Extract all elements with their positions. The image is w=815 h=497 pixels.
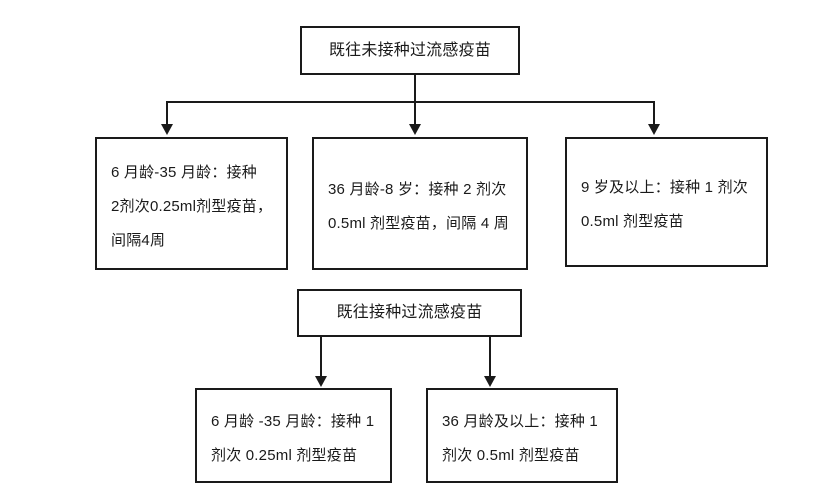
node-prev-36m-plus-line2: 剂次 0.5ml 剂型疫苗 (442, 446, 580, 464)
node-branch-36m-8y-line1: 36 月龄-8 岁：接种 2 剂次 (328, 180, 507, 198)
connector-drop-left (166, 101, 168, 125)
node-branch-6m-35m-line1: 6 月龄-35 月龄：接种 (111, 163, 257, 181)
arrow-down-icon-prev-left (315, 376, 327, 387)
node-prev-6m-35m[interactable]: 6 月龄 -35 月龄：接种 1 剂次 0.25ml 剂型疫苗 (195, 388, 392, 483)
node-branch-6m-35m[interactable]: 6 月龄-35 月龄：接种 2剂次0.25ml剂型疫苗， 间隔4周 (95, 137, 288, 270)
arrow-down-icon-left (161, 124, 173, 135)
node-branch-36m-8y-line2: 0.5ml 剂型疫苗，间隔 4 周 (328, 214, 509, 232)
connector-drop-prev-left (320, 337, 322, 377)
node-root-vaccinated[interactable]: 既往接种过流感疫苗 (297, 289, 522, 337)
node-branch-6m-35m-line2: 2剂次0.25ml剂型疫苗， (111, 197, 273, 215)
node-root-unvaccinated[interactable]: 既往未接种过流感疫苗 (300, 26, 520, 75)
node-branch-9y-plus-line2: 0.5ml 剂型疫苗 (581, 213, 684, 230)
connector-drop-prev-right (489, 337, 491, 377)
node-prev-6m-35m-line1: 6 月龄 -35 月龄：接种 1 (211, 412, 375, 430)
node-prev-36m-plus[interactable]: 36 月龄及以上：接种 1 剂次 0.5ml 剂型疫苗 (426, 388, 618, 483)
node-branch-9y-plus[interactable]: 9 岁及以上：接种 1 剂次 0.5ml 剂型疫苗 (565, 137, 768, 267)
node-branch-6m-35m-line3: 间隔4周 (111, 231, 166, 249)
node-branch-9y-plus-line1: 9 岁及以上：接种 1 剂次 (581, 179, 748, 196)
node-branch-36m-8y[interactable]: 36 月龄-8 岁：接种 2 剂次 0.5ml 剂型疫苗，间隔 4 周 (312, 137, 528, 270)
arrow-down-icon-prev-right (484, 376, 496, 387)
connector-drop-middle (414, 101, 416, 125)
arrow-down-icon-right (648, 124, 660, 135)
node-root-unvaccinated-label: 既往未接种过流感疫苗 (328, 41, 491, 59)
arrow-down-icon-middle (409, 124, 421, 135)
connector-root-stem (414, 75, 416, 102)
node-root-vaccinated-label: 既往接种过流感疫苗 (336, 304, 483, 321)
node-prev-36m-plus-line1: 36 月龄及以上：接种 1 (442, 412, 598, 430)
node-prev-6m-35m-line2: 剂次 0.25ml 剂型疫苗 (211, 446, 358, 464)
connector-drop-right (653, 101, 655, 125)
connector-branch-bus (166, 101, 655, 103)
